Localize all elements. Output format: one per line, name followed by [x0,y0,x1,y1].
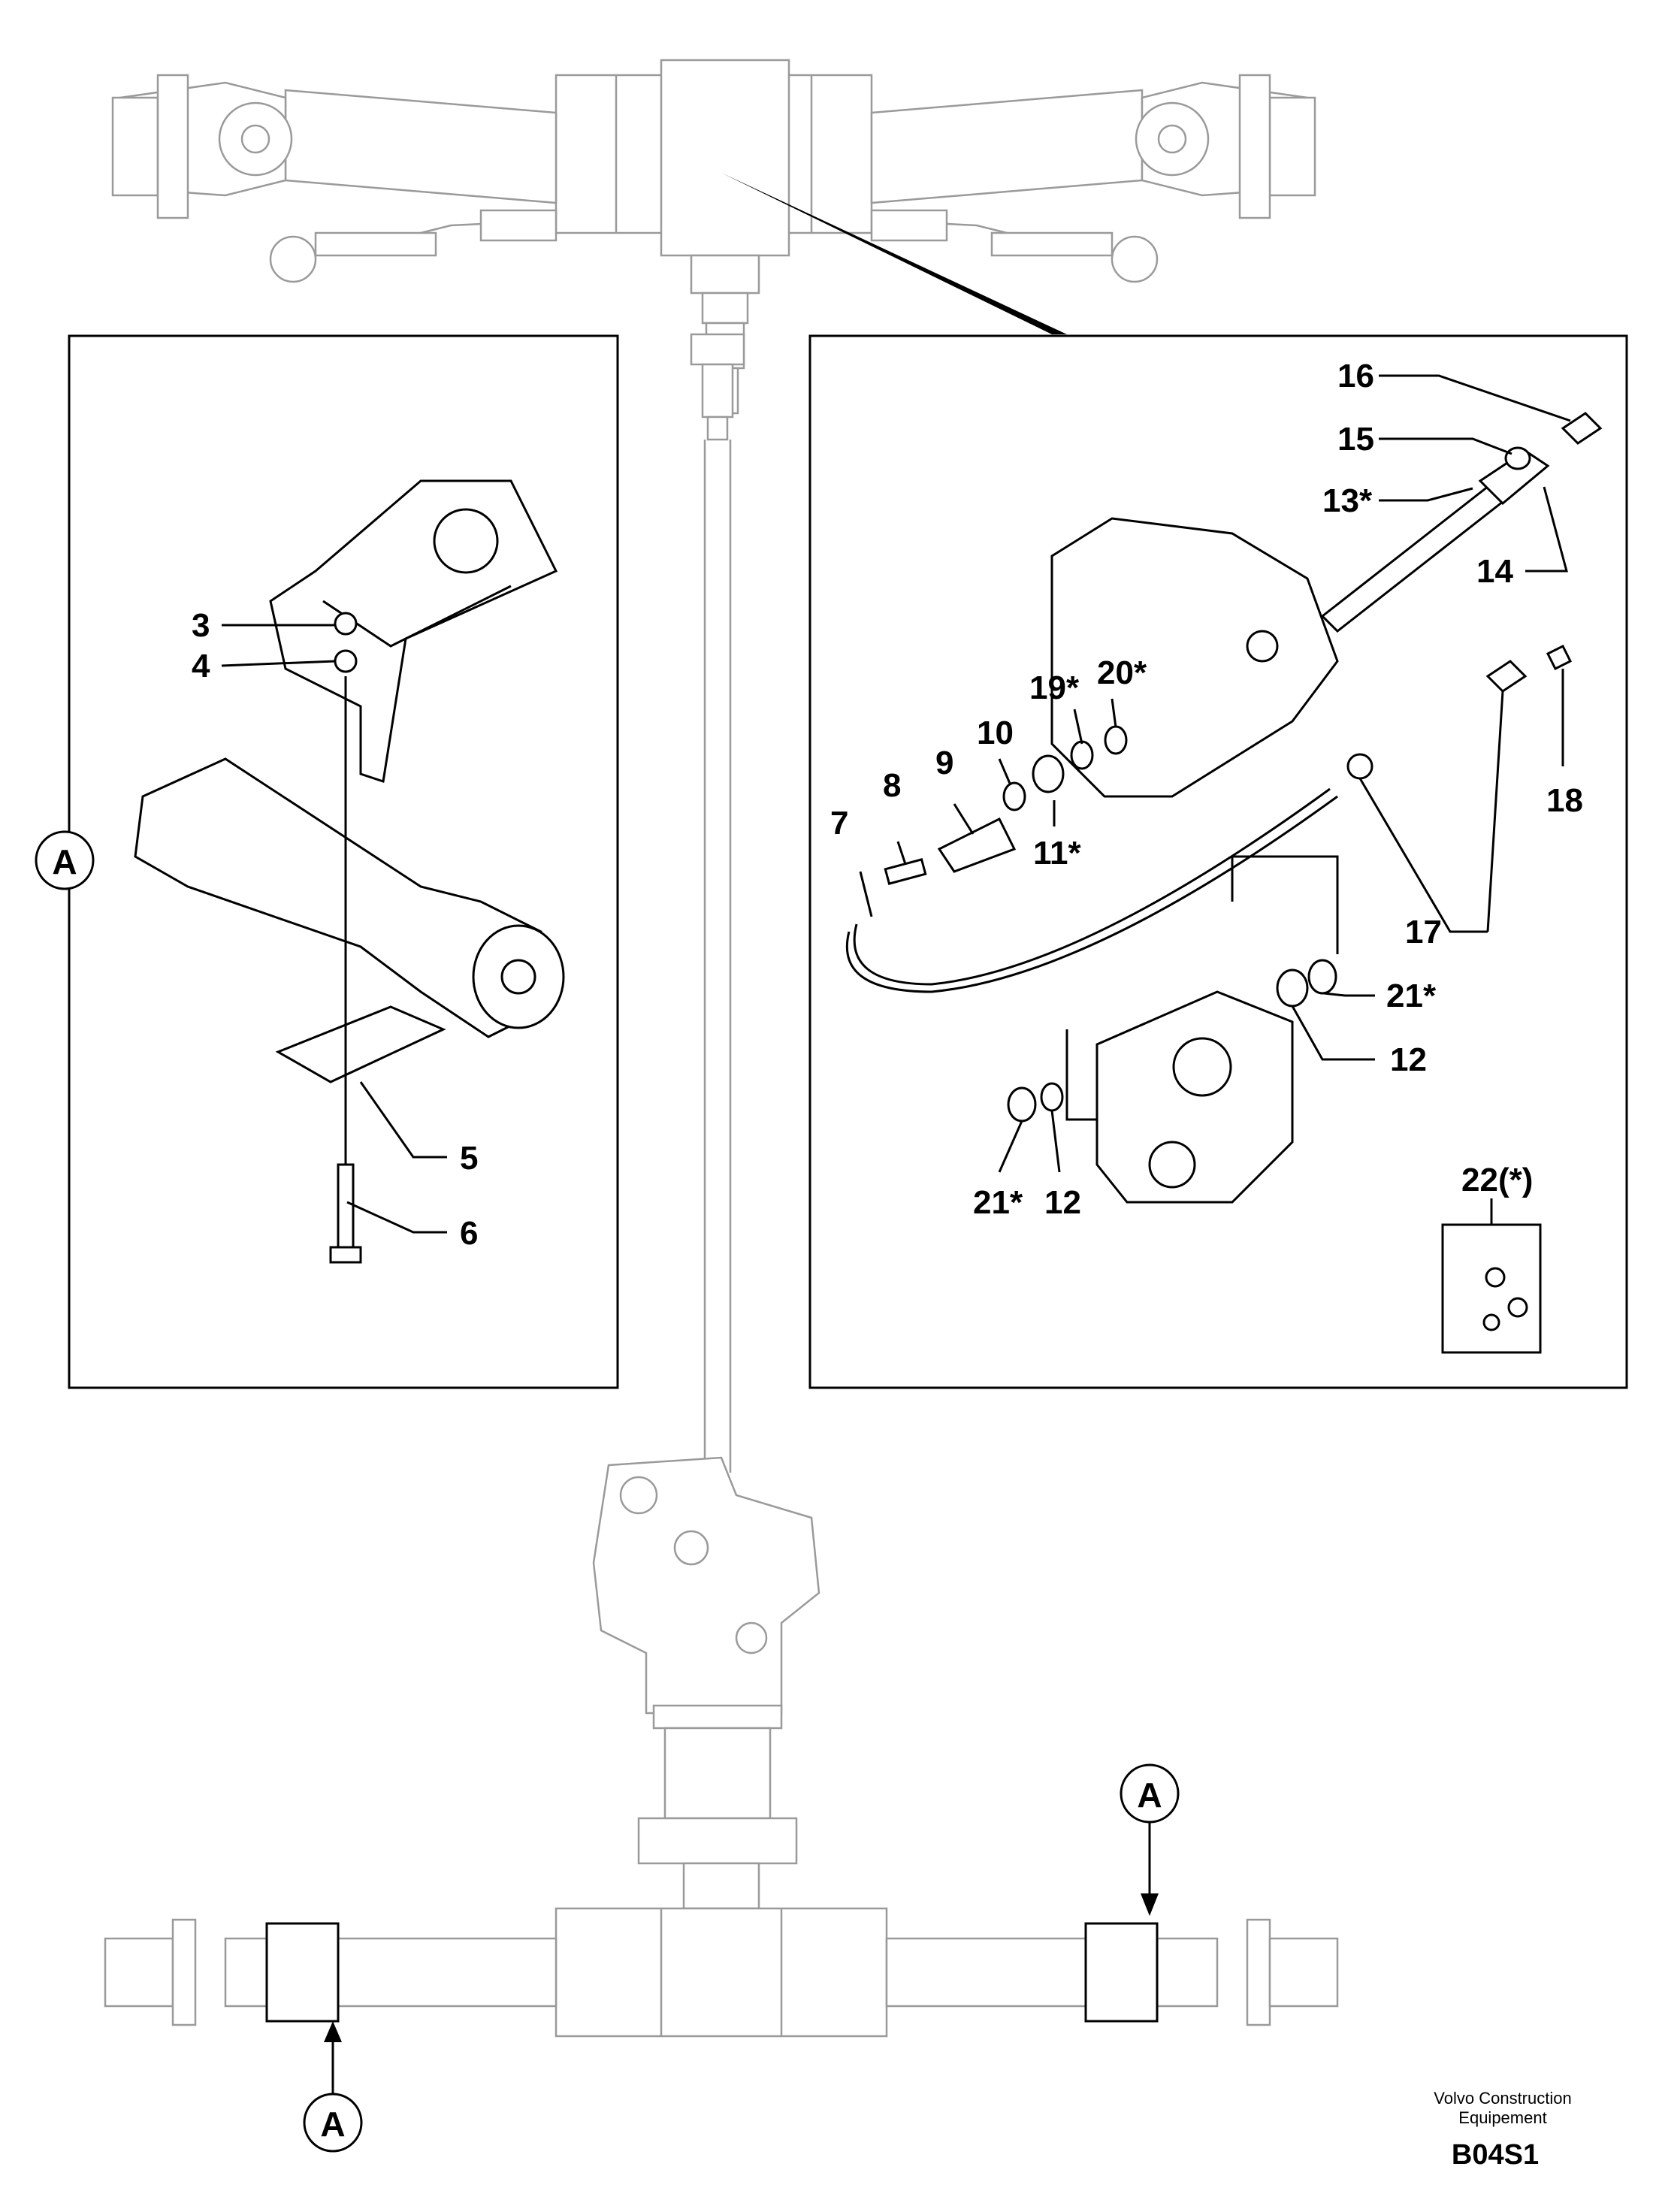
callout-13: 13* [1322,482,1373,519]
drawing-code: B04S1 [1452,2139,1539,2171]
callout-20: 20* [1097,654,1147,691]
drive-shaft-drawing [592,333,820,1910]
right-detail-frame [808,334,1628,1389]
callout-14: 14 [1476,553,1513,590]
rear-axle-drawing [104,1907,1339,2038]
callout-15: 15 [1337,421,1374,458]
callout-11: 11* [1033,835,1082,872]
callout-16: 16 [1337,358,1374,394]
brand-line-1: Volvo Construction [1434,2089,1571,2108]
callout-22: 22(*) [1461,1162,1533,1198]
detail-pointer [721,173,1067,334]
brand-line-2: Equipement [1458,2108,1546,2127]
callout-12-lower: 12 [1044,1184,1081,1221]
view-marker-left: A [52,842,77,881]
callout-4: 4 [192,648,210,684]
callout-17: 17 [1405,914,1442,950]
left-detail-drawing [134,479,565,1264]
callout-18: 18 [1546,782,1583,819]
callout-8: 8 [883,767,901,804]
view-marker-lower-left: A [320,2105,345,2144]
callout-7: 7 [830,805,848,842]
callout-6: 6 [460,1215,478,1252]
right-detail-drawing [845,412,1603,1354]
callout-3: 3 [192,607,210,644]
view-marker-lower-axle: A [1137,1775,1162,1815]
callout-9: 9 [935,745,953,781]
callout-5: 5 [460,1140,478,1177]
callout-19: 19* [1029,669,1080,706]
callout-10: 10 [977,715,1014,751]
callout-12-right: 12 [1390,1041,1427,1078]
callout-21-right: 21* [1386,978,1437,1014]
callout-21-lower: 21* [973,1184,1023,1221]
